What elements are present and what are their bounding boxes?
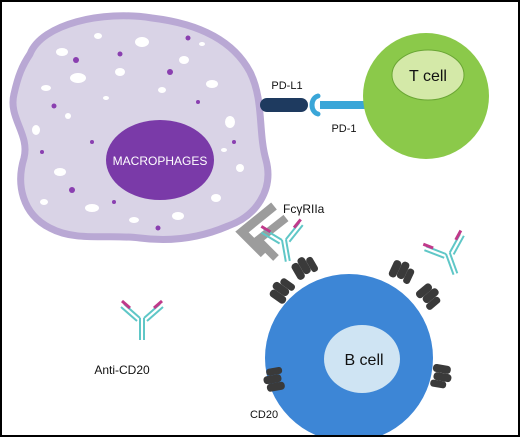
t-cell: T cell [363, 33, 489, 159]
pd-l1-receptor: PD-L1 [260, 80, 308, 112]
t-cell-label: T cell [409, 68, 447, 85]
anti-cd20-label: Anti-CD20 [94, 363, 150, 377]
fc-receptor [235, 202, 289, 261]
fc-receptor-label: FcγRIIa [283, 202, 325, 216]
macrophage-cell: MACROPHAGES [9, 12, 272, 243]
b-cell-nucleus [324, 325, 400, 393]
cd20-molecule [387, 257, 417, 285]
antibody-bound-right [420, 228, 477, 283]
cd20-molecule [289, 252, 320, 282]
pd-1-label: PD-1 [331, 123, 356, 135]
b-cell: B cell [265, 274, 433, 435]
cd20-label: CD20 [250, 409, 278, 421]
pd-1-receptor: PD-1 [309, 93, 370, 135]
macrophage-vesicles [32, 33, 244, 223]
cd20-molecule [414, 280, 445, 312]
cd20-molecule [429, 363, 454, 390]
antibody-free [119, 299, 165, 342]
macrophages-label: MACROPHAGES [113, 154, 208, 168]
t-cell-nucleus [391, 49, 465, 101]
b-cell-label: B cell [344, 352, 383, 369]
macrophage-granules [40, 35, 236, 231]
pd-l1-label: PD-L1 [271, 80, 302, 92]
macrophage-nucleus [106, 120, 214, 200]
